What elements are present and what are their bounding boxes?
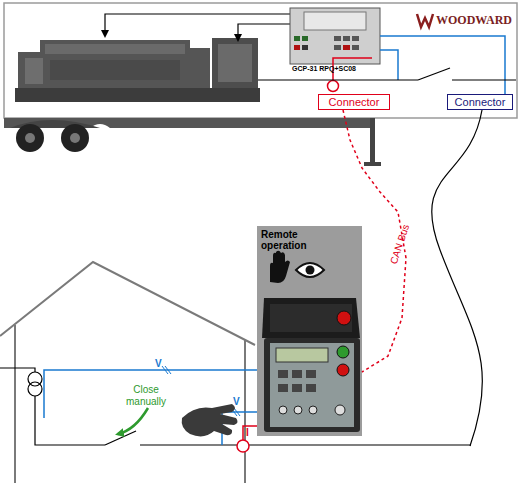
device-socket — [279, 406, 287, 414]
hand-icon — [182, 404, 238, 436]
engine-detail — [50, 60, 180, 80]
device-lid — [262, 298, 360, 338]
controller-button — [302, 36, 308, 41]
device-key — [306, 370, 316, 378]
controller-button — [302, 45, 308, 50]
eye-icon — [296, 263, 324, 277]
device-body — [264, 338, 360, 432]
wheel-hub — [25, 133, 35, 143]
power-line — [35, 396, 105, 445]
controller-button — [334, 36, 341, 41]
node-text: Connector — [319, 95, 389, 109]
engine-detail — [25, 58, 43, 84]
signal-name: V — [155, 358, 167, 370]
wheel — [16, 124, 44, 152]
controller-button — [352, 45, 359, 50]
eye-pupil — [306, 266, 315, 275]
close-arrow — [118, 408, 148, 434]
connector-box: Connector — [447, 94, 513, 110]
current-transformer — [237, 440, 249, 452]
power-line — [452, 79, 516, 80]
power-line — [0, 368, 35, 372]
voltage-tick — [162, 366, 171, 374]
node-text: Remote operation — [261, 229, 321, 251]
engine-head — [45, 44, 185, 54]
power-cable — [432, 110, 483, 446]
controller-button — [334, 45, 341, 50]
device-panel — [270, 343, 354, 427]
power-line — [140, 444, 471, 445]
controller — [290, 8, 380, 64]
device-key — [278, 370, 288, 378]
controller-button — [294, 36, 300, 41]
alternator-detail — [218, 44, 252, 82]
stand-foot — [364, 162, 381, 166]
device-display — [276, 348, 328, 362]
control-line — [238, 24, 292, 40]
connector-box: Connector — [318, 94, 390, 110]
breaker-switch — [418, 68, 450, 80]
control-line — [105, 14, 292, 36]
lid-inner — [270, 304, 352, 332]
power-line — [258, 79, 418, 80]
house-wall — [15, 325, 245, 483]
controller-name: GCP-31 RPQ+SC08 — [292, 65, 382, 73]
trailer-chassis — [4, 118, 372, 128]
device-socket — [294, 406, 302, 414]
emergency-button — [337, 311, 351, 325]
wheel-hub — [70, 133, 80, 143]
signal-name: I — [246, 427, 256, 439]
brand-logo: WOODWARD — [436, 14, 516, 28]
wheel — [61, 124, 89, 152]
woodward-logo — [417, 14, 433, 27]
signal-name: V — [233, 396, 245, 408]
controller-display — [304, 12, 366, 30]
voltage-line — [44, 370, 292, 418]
device-key — [278, 384, 288, 392]
controller-button — [343, 45, 350, 50]
controller-button — [294, 45, 300, 50]
start-button — [337, 346, 349, 358]
house-roof — [0, 262, 255, 345]
stop-button — [337, 364, 349, 376]
hand-icon — [270, 251, 290, 283]
alternator — [212, 38, 258, 88]
device-key — [292, 384, 302, 392]
device-socket — [335, 405, 345, 415]
transformer-symbol — [28, 382, 42, 396]
current-transformer — [328, 81, 339, 92]
trailer-body — [4, 3, 517, 118]
controller-button — [352, 36, 359, 41]
genset-base — [15, 88, 260, 102]
engine-block — [18, 40, 210, 88]
action-note: Close manually — [122, 384, 170, 407]
voltage-line — [380, 50, 398, 80]
device-key — [292, 370, 302, 378]
voltage-line — [380, 36, 505, 94]
device-socket — [309, 406, 317, 414]
device-key — [306, 384, 316, 392]
edge-label: CAN Bus — [388, 223, 411, 266]
controller-button — [343, 36, 350, 41]
node-text: Connector — [448, 95, 512, 109]
trailer-stand — [370, 118, 375, 164]
